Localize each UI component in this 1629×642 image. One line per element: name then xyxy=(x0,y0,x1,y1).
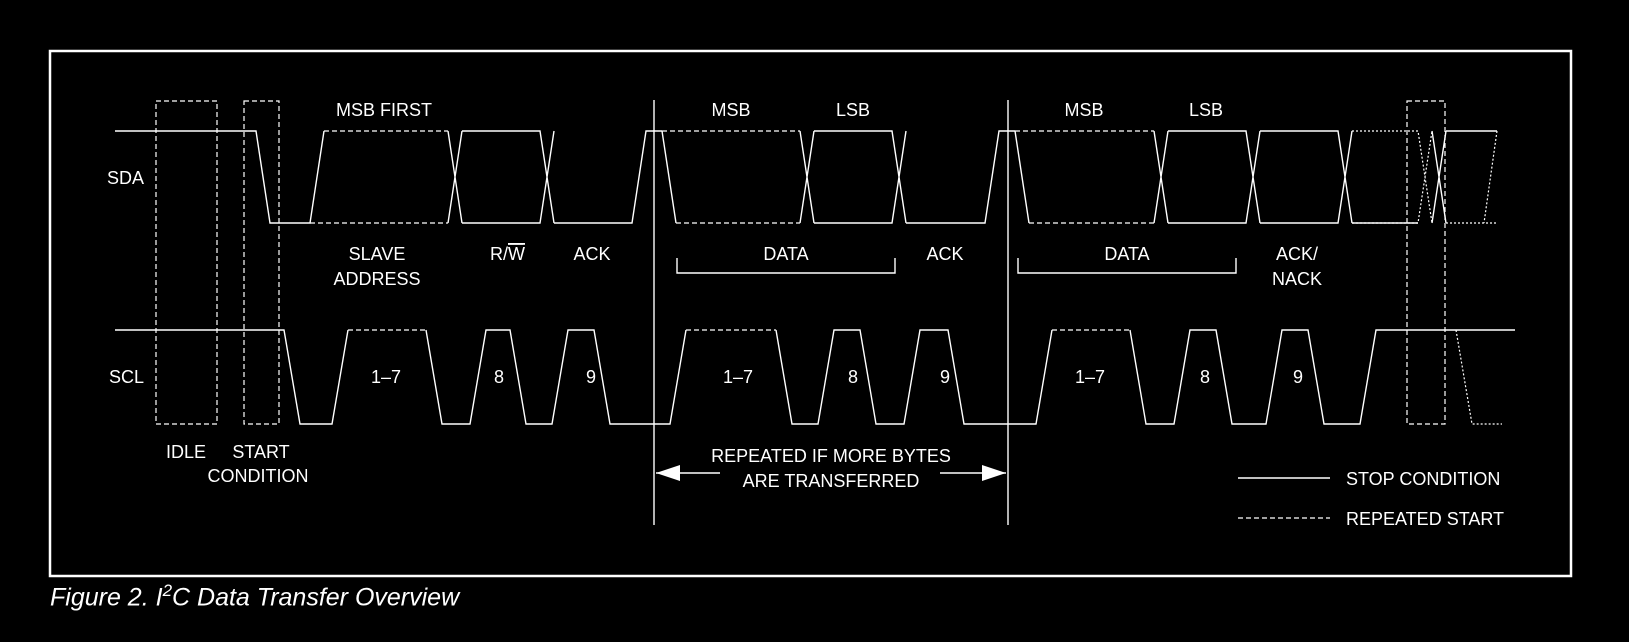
repeated-label-line2: ARE TRANSFERRED xyxy=(743,471,920,491)
data-label-1: DATA xyxy=(763,244,808,264)
legend-stop-label: STOP CONDITION xyxy=(1346,469,1500,489)
scl-pulse-label: 8 xyxy=(1200,367,1210,387)
data-bracket-1 xyxy=(676,258,896,274)
figure-caption: Figure 2. I2C Data Transfer Overview xyxy=(50,581,460,612)
ack-label-1: ACK xyxy=(573,244,610,264)
ack-nack-label-line1: ACK/ xyxy=(1276,244,1318,264)
sda-waveform xyxy=(115,130,1498,224)
scl-pulse-label: 8 xyxy=(848,367,858,387)
msb-label-2: MSB xyxy=(1064,100,1103,120)
idle-box xyxy=(155,100,218,425)
lsb-label-2: LSB xyxy=(1189,100,1223,120)
repeated-arrows xyxy=(656,465,1006,481)
scl-waveform xyxy=(115,329,1515,425)
rw-label: R/W xyxy=(490,244,525,264)
scl-pulse-label: 1–7 xyxy=(1075,367,1105,387)
scl-label: SCL xyxy=(109,367,144,387)
msb-label-1: MSB xyxy=(711,100,750,120)
data-bracket-2 xyxy=(1017,258,1237,274)
rw-bar: W xyxy=(508,244,525,264)
idle-label: IDLE xyxy=(166,442,206,462)
slave-address-label-line2: ADDRESS xyxy=(333,269,420,289)
data-label-2: DATA xyxy=(1104,244,1149,264)
sda-label: SDA xyxy=(107,168,144,188)
repeated-label-line1: REPEATED IF MORE BYTES xyxy=(711,446,951,466)
msb-first-label: MSB FIRST xyxy=(336,100,432,120)
lsb-label-1: LSB xyxy=(836,100,870,120)
start-condition-box xyxy=(243,100,280,425)
ack-label-2: ACK xyxy=(926,244,963,264)
scl-pulse-label: 9 xyxy=(586,367,596,387)
scl-pulse-label: 8 xyxy=(494,367,504,387)
scl-pulse-label: 9 xyxy=(940,367,950,387)
start-condition-label-line2: CONDITION xyxy=(208,466,309,486)
legend-repeated-start-label: REPEATED START xyxy=(1346,509,1504,529)
slave-address-label-line1: SLAVE xyxy=(349,244,406,264)
diagram-frame xyxy=(48,49,1573,578)
scl-pulse-label: 1–7 xyxy=(723,367,753,387)
ack-nack-label-line2: NACK xyxy=(1272,269,1322,289)
scl-pulse-label: 9 xyxy=(1293,367,1303,387)
start-condition-label-line1: START xyxy=(232,442,289,462)
stop-repeated-start-box xyxy=(1406,100,1446,425)
scl-pulse-label: 1–7 xyxy=(371,367,401,387)
